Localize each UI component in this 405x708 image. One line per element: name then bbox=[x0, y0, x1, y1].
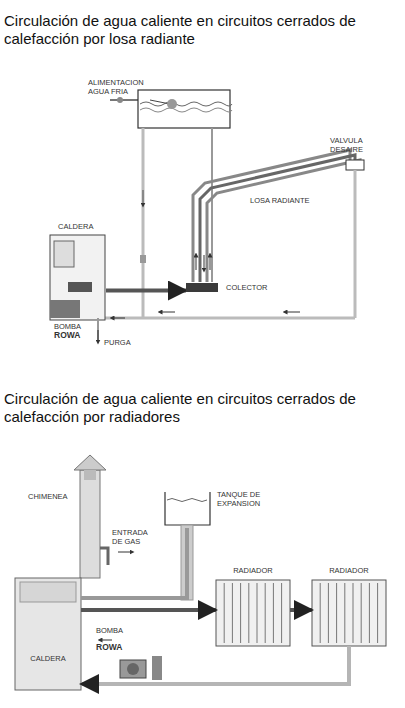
radiator-fin bbox=[328, 583, 329, 643]
chimney-label: CHIMENEA bbox=[28, 492, 76, 501]
node-text: RADIADOR bbox=[216, 566, 290, 575]
radiator-fin bbox=[224, 583, 225, 643]
node-text: TANQUE DE EXPANSION bbox=[165, 490, 277, 508]
radiator-fin bbox=[377, 583, 378, 643]
slab-label: LOSA RADIANTE bbox=[250, 196, 330, 205]
feed-label: ALIMENTACION AGUA FRIA bbox=[88, 78, 154, 96]
pipe-connector bbox=[290, 608, 312, 612]
radiator-fin bbox=[281, 583, 282, 643]
radiator-fin bbox=[265, 583, 266, 643]
radiator-fin bbox=[336, 583, 337, 643]
boiler: CALDERA bbox=[50, 222, 106, 320]
node-text: CALDERA bbox=[50, 222, 106, 231]
radiator-fin bbox=[344, 583, 345, 643]
pipe-connector bbox=[81, 528, 187, 598]
radiator: RADIADOR bbox=[312, 566, 386, 646]
radiator-fin bbox=[232, 583, 233, 643]
radiator-fin bbox=[353, 583, 354, 643]
node-text: RADIADOR bbox=[312, 566, 386, 575]
radiator-fin bbox=[320, 583, 321, 643]
radiator-fin bbox=[361, 583, 362, 643]
diagram-heading: Circulación de agua caliente en circuito… bbox=[4, 390, 399, 426]
boiler: CALDERA bbox=[15, 578, 81, 690]
node-text: COLECTOR bbox=[186, 283, 270, 292]
pump-label: BOMBA bbox=[96, 626, 136, 635]
pipe-connector bbox=[106, 289, 186, 293]
brand-label: ROWA bbox=[54, 331, 94, 340]
expansion-tank: TANQUE DE EXPANSION bbox=[165, 488, 283, 528]
node-text: CALDERA bbox=[15, 654, 81, 663]
manifold-bar bbox=[186, 283, 218, 292]
radiator: RADIADOR bbox=[216, 566, 290, 646]
radiator-fin bbox=[273, 583, 274, 643]
radiator-fin bbox=[240, 583, 241, 643]
radiator-fin bbox=[369, 583, 370, 643]
pipe-connector bbox=[81, 608, 216, 612]
diagram-title: Circulación de agua caliente en circuito… bbox=[4, 12, 399, 48]
brand-label: ROWA bbox=[96, 643, 136, 652]
drain-label: PURGA bbox=[104, 338, 144, 347]
valve-label: VALVULA DESAIRE bbox=[330, 136, 380, 154]
radiator-fin bbox=[248, 583, 249, 643]
gas-label: ENTRADA DE GAS bbox=[112, 528, 154, 546]
manifold: COLECTOR bbox=[186, 280, 270, 295]
radiator-fin bbox=[257, 583, 258, 643]
pump-label: BOMBA bbox=[54, 322, 94, 331]
